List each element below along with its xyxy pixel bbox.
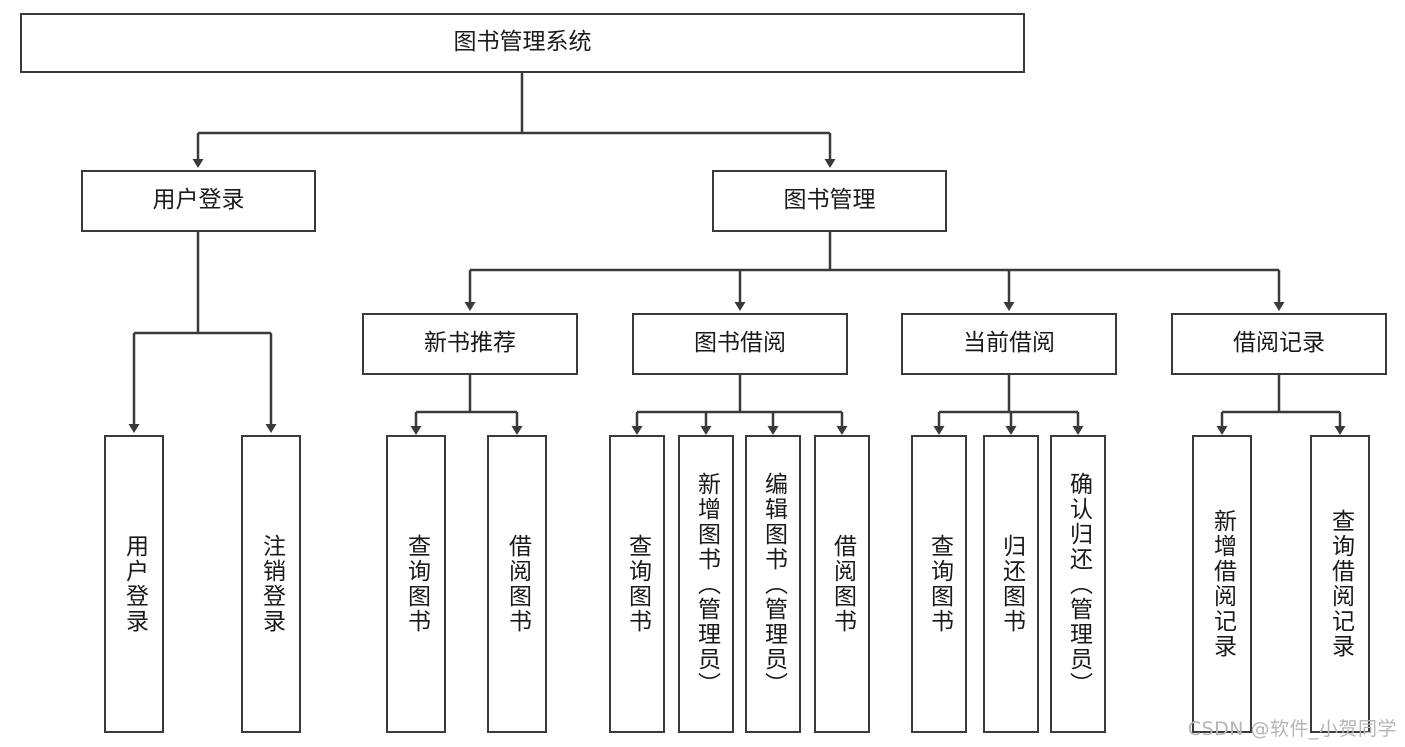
node-book-borrow[interactable]: 图书借阅 bbox=[632, 313, 848, 375]
node-leaf-return-book-label: 归还图书 bbox=[998, 534, 1025, 634]
node-leaf-borrow-book-1[interactable]: 借阅图书 bbox=[487, 435, 547, 733]
node-leaf-query-book-1-label: 查询图书 bbox=[403, 534, 430, 634]
node-leaf-query-book-1[interactable]: 查询图书 bbox=[386, 435, 446, 733]
node-leaf-query-borrow-record[interactable]: 查询借阅记录 bbox=[1310, 435, 1370, 733]
node-current-borrow[interactable]: 当前借阅 bbox=[901, 313, 1117, 375]
node-leaf-add-borrow-record[interactable]: 新增借阅记录 bbox=[1192, 435, 1252, 733]
node-leaf-edit-book-admin[interactable]: 编辑图书（管理员） bbox=[745, 435, 801, 733]
node-leaf-logout-login-label: 注销登录 bbox=[258, 534, 285, 634]
node-leaf-query-book-3-label: 查询图书 bbox=[926, 534, 953, 634]
node-leaf-return-book[interactable]: 归还图书 bbox=[983, 435, 1039, 733]
node-leaf-logout-login[interactable]: 注销登录 bbox=[241, 435, 301, 733]
node-borrow-records[interactable]: 借阅记录 bbox=[1171, 313, 1387, 375]
node-leaf-borrow-book-1-label: 借阅图书 bbox=[504, 534, 531, 634]
node-leaf-add-book-admin-label: 新增图书（管理员） bbox=[693, 471, 720, 697]
watermark: CSDN @软件_小贺同学 bbox=[1187, 718, 1397, 740]
node-book-borrow-label: 图书借阅 bbox=[694, 330, 786, 357]
node-user-login-label: 用户登录 bbox=[152, 187, 245, 214]
node-leaf-query-book-3[interactable]: 查询图书 bbox=[911, 435, 967, 733]
node-leaf-borrow-book-2-label: 借阅图书 bbox=[829, 534, 856, 634]
node-leaf-query-book-2[interactable]: 查询图书 bbox=[609, 435, 665, 733]
node-leaf-query-book-2-label: 查询图书 bbox=[624, 534, 651, 634]
node-leaf-confirm-return-admin-label: 确认归还（管理员） bbox=[1065, 471, 1092, 697]
node-book-management-label: 图书管理 bbox=[783, 187, 876, 214]
node-new-book-recommend[interactable]: 新书推荐 bbox=[362, 313, 578, 375]
node-leaf-user-login[interactable]: 用户登录 bbox=[104, 435, 164, 733]
node-leaf-add-book-admin[interactable]: 新增图书（管理员） bbox=[678, 435, 734, 733]
node-leaf-add-borrow-record-label: 新增借阅记录 bbox=[1209, 509, 1236, 659]
node-leaf-query-borrow-record-label: 查询借阅记录 bbox=[1327, 509, 1354, 659]
node-root-label: 图书管理系统 bbox=[453, 29, 592, 56]
node-leaf-edit-book-admin-label: 编辑图书（管理员） bbox=[760, 471, 787, 697]
node-root[interactable]: 图书管理系统 bbox=[20, 13, 1025, 73]
node-new-book-recommend-label: 新书推荐 bbox=[424, 330, 516, 357]
node-current-borrow-label: 当前借阅 bbox=[963, 330, 1055, 357]
node-book-management[interactable]: 图书管理 bbox=[712, 170, 947, 232]
node-user-login[interactable]: 用户登录 bbox=[81, 170, 316, 232]
node-borrow-records-label: 借阅记录 bbox=[1233, 330, 1325, 357]
node-leaf-borrow-book-2[interactable]: 借阅图书 bbox=[814, 435, 870, 733]
node-leaf-confirm-return-admin[interactable]: 确认归还（管理员） bbox=[1050, 435, 1106, 733]
node-leaf-user-login-label: 用户登录 bbox=[121, 534, 148, 634]
